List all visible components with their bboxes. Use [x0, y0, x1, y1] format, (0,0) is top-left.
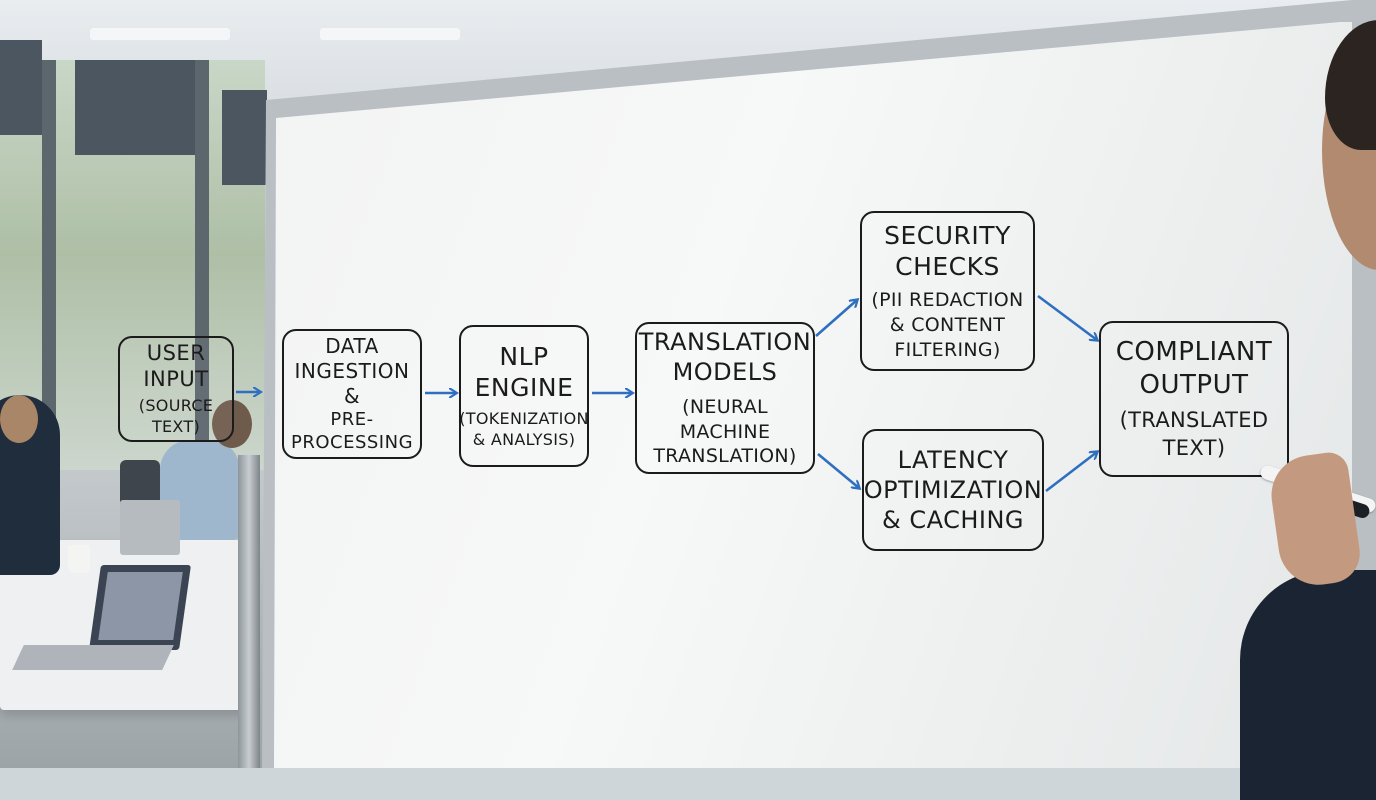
coffee-cup — [68, 545, 90, 573]
window-frame — [42, 60, 56, 490]
box-title: INPUT — [143, 367, 209, 392]
box-title: OUTPUT — [1139, 369, 1249, 400]
latency-optimization-box: LATENCY OPTIMIZATION & CACHING — [862, 429, 1044, 551]
arrow-translation-to-latency — [817, 452, 859, 488]
box-subtitle: (NEURAL MACHINE — [679, 395, 771, 443]
pipeline-diagram: USER INPUT (SOURCE TEXT) DATA INGESTION … — [118, 211, 1376, 551]
foreground-person — [1240, 20, 1376, 800]
box-subtitle: (TOKENIZATION — [459, 409, 589, 429]
presenter-hand — [1266, 450, 1364, 590]
window-frame — [195, 60, 209, 490]
box-subtitle: (SOURCE TEXT) — [138, 396, 214, 437]
window-blind — [75, 60, 195, 155]
office-scene — [0, 0, 1376, 768]
box-subtitle: FILTERING) — [894, 338, 1001, 361]
box-subtitle: & CONTENT — [889, 313, 1006, 336]
box-subtitle: TRANSLATION) — [653, 445, 797, 468]
box-title: OPTIMIZATION — [863, 476, 1043, 504]
security-checks-box: SECURITY CHECKS (PII REDACTION & CONTENT… — [860, 211, 1035, 371]
box-title: PRE-PROCESSING — [290, 409, 414, 453]
box-title: COMPLIANT — [1115, 337, 1273, 368]
box-title: SECURITY — [884, 220, 1011, 250]
ceiling-light — [320, 28, 460, 40]
box-title: CHECKS — [895, 251, 1000, 281]
user-input-box: USER INPUT (SOURCE TEXT) — [118, 336, 234, 442]
box-title: LATENCY — [897, 446, 1009, 474]
laptop — [120, 500, 180, 555]
box-title: & CACHING — [881, 506, 1025, 534]
whiteboard-stand — [238, 455, 260, 768]
data-ingestion-box: DATA INGESTION & PRE-PROCESSING — [282, 329, 422, 459]
presenter-hair — [1325, 20, 1376, 150]
box-title: USER — [146, 340, 206, 365]
presenter-body — [1240, 570, 1376, 800]
box-title: & — [343, 384, 361, 408]
box-title: DATA — [325, 334, 379, 358]
arrow-latency-to-output — [1045, 452, 1097, 493]
box-title: MODELS — [672, 357, 778, 386]
window-blind — [0, 40, 42, 135]
arrow-security-to-output — [1037, 294, 1097, 340]
compliant-output-box: COMPLIANT OUTPUT (TRANSLATED TEXT) — [1099, 321, 1289, 477]
box-subtitle: & ANALYSIS) — [472, 430, 576, 450]
nlp-engine-box: NLP ENGINE (TOKENIZATION & ANALYSIS) — [459, 325, 589, 467]
translation-models-box: TRANSLATION MODELS (NEURAL MACHINE TRANS… — [635, 322, 815, 474]
box-title: NLP — [499, 341, 549, 371]
seated-person-head — [0, 395, 38, 443]
arrow-translation-to-security — [815, 300, 857, 337]
box-title: ENGINE — [474, 373, 574, 403]
ceiling-light — [90, 28, 230, 40]
box-title: INGESTION — [294, 359, 410, 383]
window-blind — [222, 90, 267, 185]
box-title: TRANSLATION — [638, 327, 812, 356]
box-subtitle: (TRANSLATED — [1119, 408, 1269, 433]
box-subtitle: TEXT) — [1162, 435, 1226, 460]
diagram-arrows — [236, 294, 1376, 493]
box-subtitle: (PII REDACTION — [871, 289, 1024, 312]
